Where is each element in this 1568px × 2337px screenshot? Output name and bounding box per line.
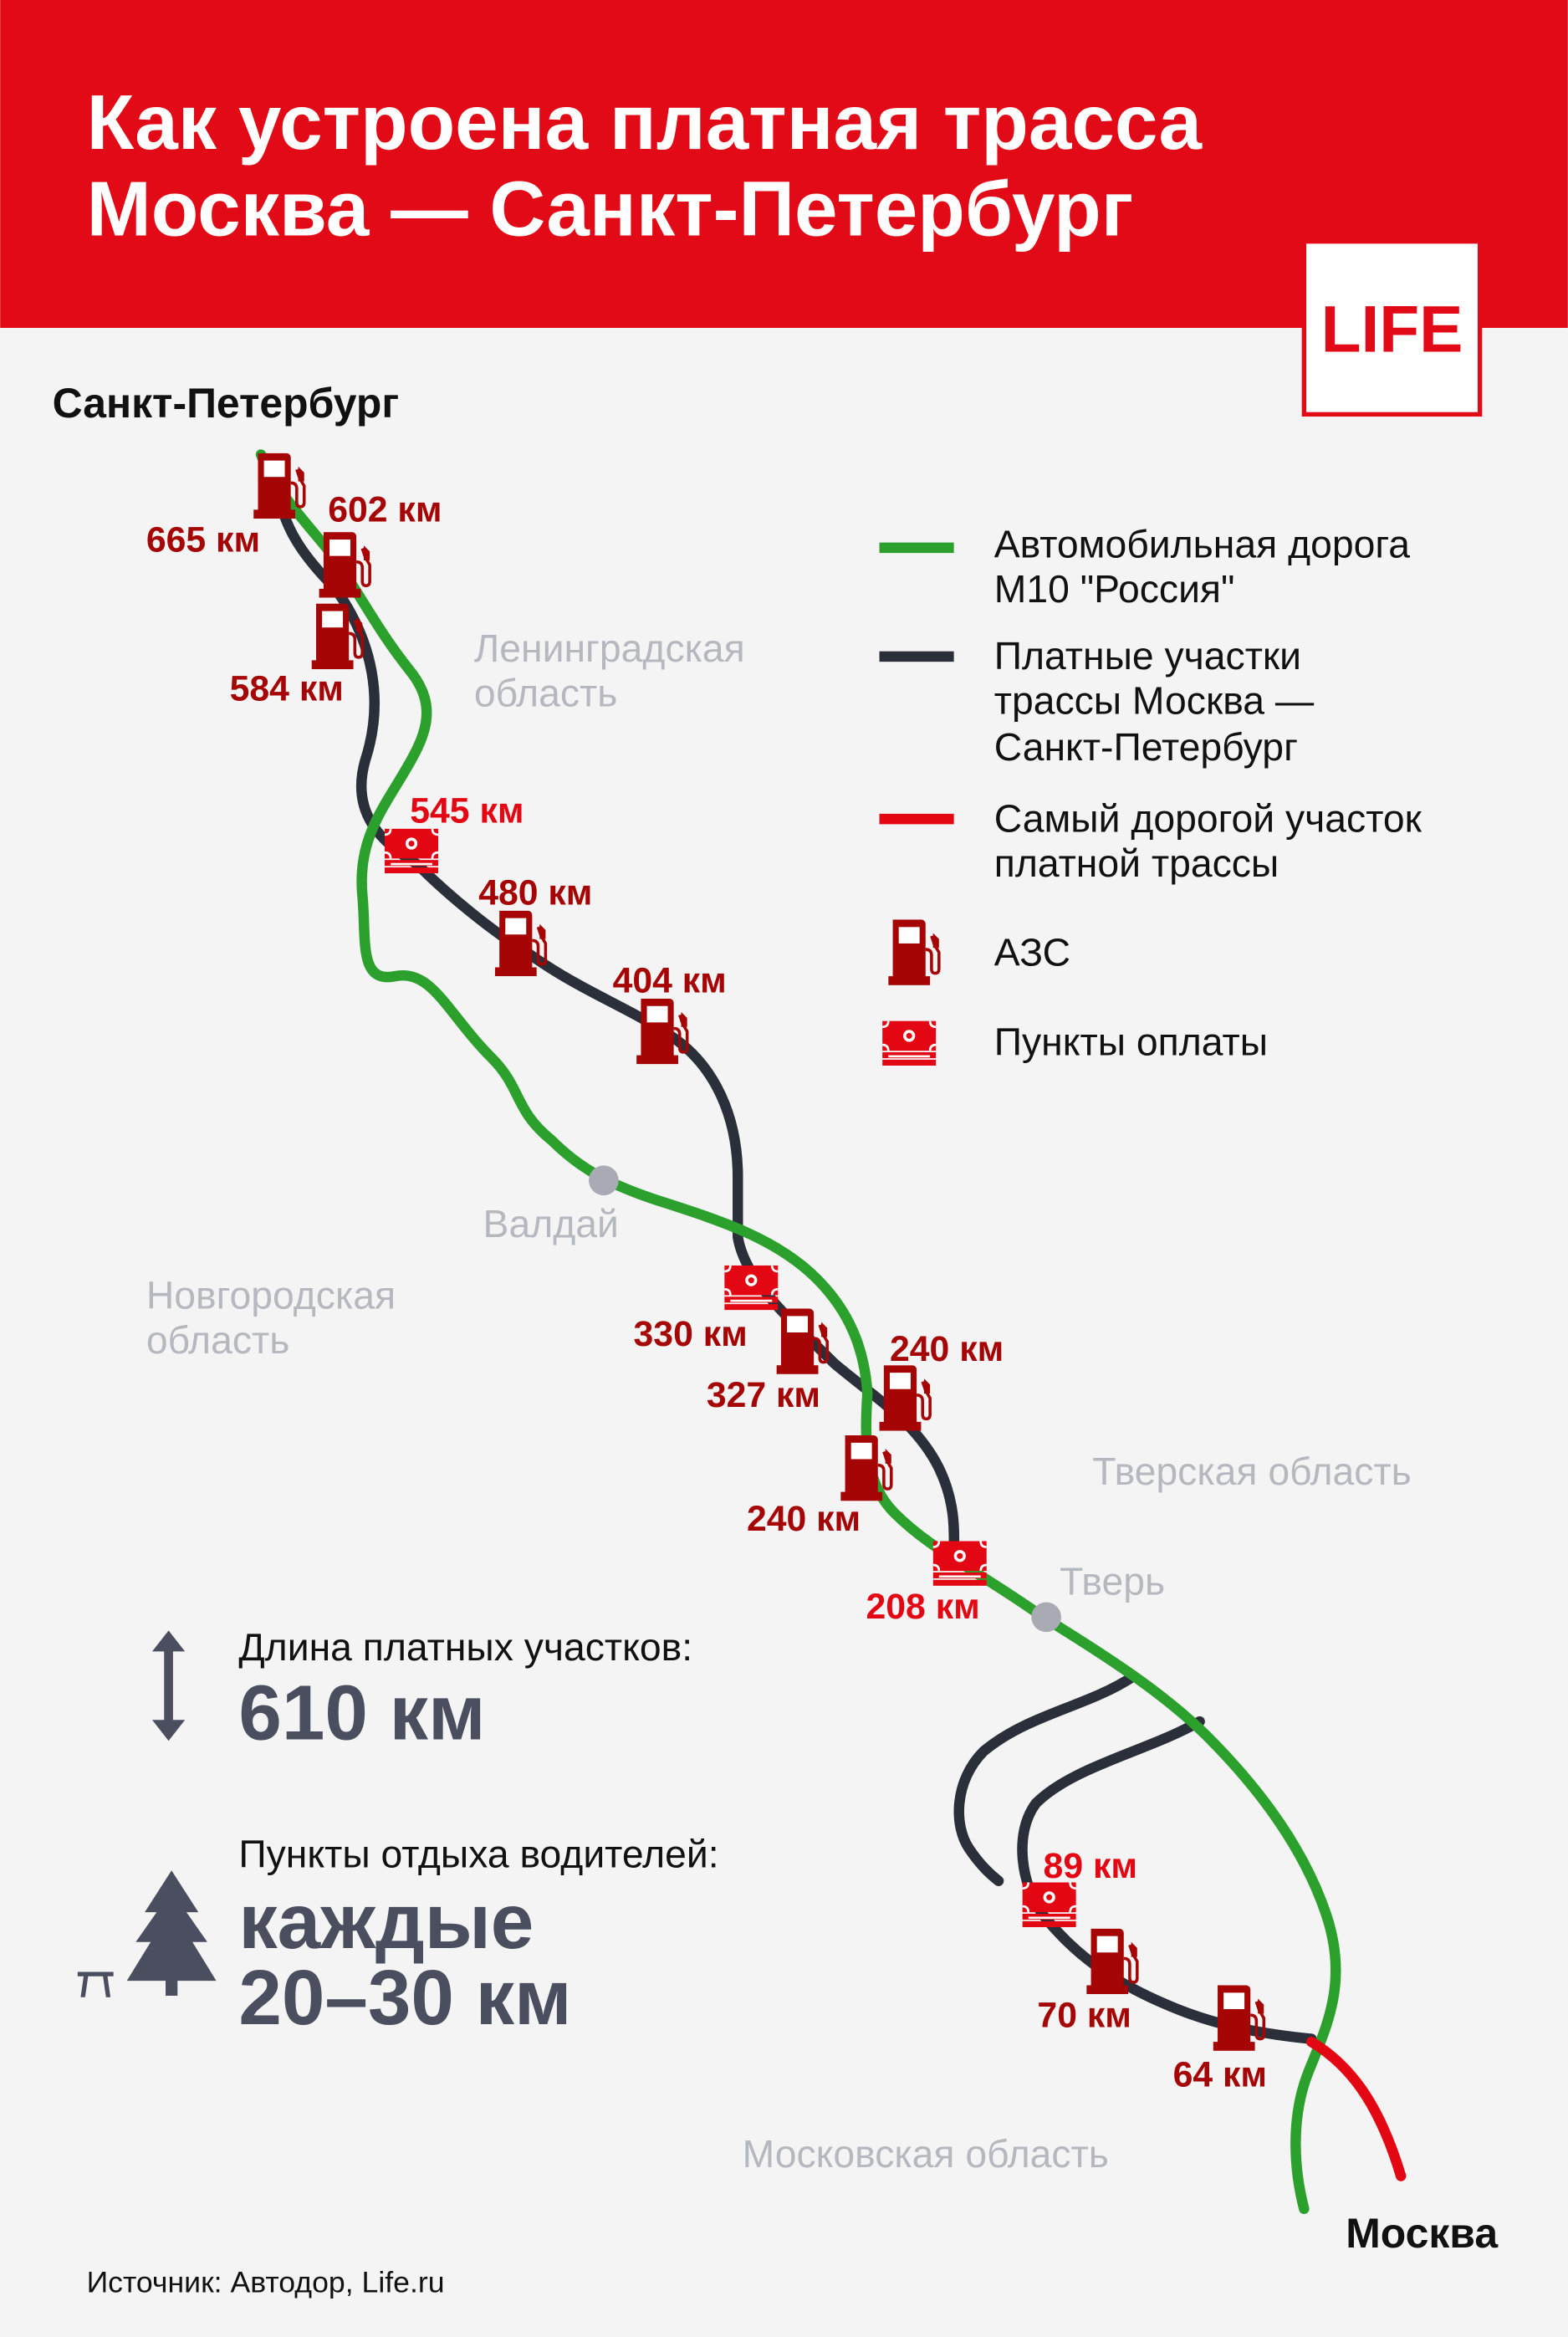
region-leningrad-2: область: [474, 672, 617, 715]
life-logo: LIFE: [1301, 238, 1483, 417]
city-tver: Тверь: [1060, 1560, 1165, 1603]
rest-label: Пункты отдыха водителей:: [238, 1833, 718, 1876]
km-label: 240 км: [890, 1329, 1004, 1369]
rest-value-1: каждые: [238, 1878, 534, 1965]
svg-text:трассы Москва —: трассы Москва —: [994, 679, 1315, 723]
km-label: 404 км: [613, 961, 727, 1001]
svg-text:LIFE: LIFE: [1321, 293, 1463, 366]
city-moscow: Москва: [1346, 2210, 1499, 2257]
km-label: 584 км: [230, 668, 344, 708]
gas-station-icon: [888, 919, 941, 985]
gas-station-icon: [494, 910, 548, 977]
region-tver: Тверская область: [1092, 1450, 1411, 1493]
length-value: 610 км: [238, 1669, 485, 1756]
gas-station-icon: [776, 1308, 829, 1374]
title-line-1: Как устроена платная трасса: [87, 79, 1203, 166]
km-label: 64 км: [1173, 2055, 1267, 2095]
km-label: 545 км: [410, 791, 524, 831]
source-note: Источник: Автодор, Life.ru: [87, 2266, 445, 2299]
gas-station-icon: [879, 1365, 932, 1431]
km-label: 327 км: [707, 1375, 820, 1415]
km-label: 330 км: [634, 1314, 748, 1354]
km-label: 602 км: [328, 490, 442, 530]
gas-station-icon: [636, 998, 689, 1065]
svg-text:АЗС: АЗС: [994, 931, 1070, 974]
gas-station-icon: [319, 532, 371, 598]
region-novgorod: Новгородская: [146, 1273, 396, 1317]
km-label: 480 км: [478, 873, 592, 913]
city-valdai: Валдай: [483, 1202, 619, 1245]
legend: Автомобильная дорога М10 "Россия" Платны…: [879, 522, 1422, 1066]
region-novgorod-2: область: [146, 1318, 289, 1362]
toll-branch-1: [953, 1671, 1138, 1886]
svg-text:Пункты оплаты: Пункты оплаты: [994, 1020, 1268, 1064]
expensive-road: [1306, 2036, 1407, 2181]
title-line-2: Москва — Санкт-Петербург: [87, 166, 1134, 253]
valdai-dot: [589, 1165, 619, 1196]
km-label: 89 км: [1044, 1846, 1137, 1886]
km-label: 665 км: [146, 519, 260, 560]
svg-text:М10 "Россия": М10 "Россия": [994, 567, 1235, 611]
km-label: 208 км: [866, 1587, 980, 1627]
legend-swatch-toll: [879, 651, 954, 662]
toll-point-icon: [882, 1020, 937, 1066]
region-leningrad: Ленинградская: [474, 626, 745, 670]
tver-dot: [1031, 1602, 1061, 1633]
legend-swatch-m10: [879, 542, 954, 554]
svg-text:Платные участки: Платные участки: [994, 634, 1301, 678]
km-label: 70 км: [1037, 1995, 1131, 2035]
m10-road: [255, 449, 1341, 2214]
svg-text:Самый дорогой участок: Самый дорогой участок: [994, 796, 1422, 840]
length-label: Длина платных участков:: [238, 1625, 692, 1669]
region-moscow: Московская область: [743, 2132, 1109, 2176]
km-label: 240 км: [747, 1499, 861, 1539]
tree-bench-icon: [77, 1870, 217, 1997]
rest-value-2: 20–30 км: [238, 1954, 571, 2041]
legend-swatch-expensive: [879, 813, 954, 825]
svg-text:платной трассы: платной трассы: [994, 841, 1279, 885]
gas-station-icon: [1213, 1985, 1266, 2051]
city-spb: Санкт-Петербург: [53, 380, 400, 427]
arrow-updown-icon: [151, 1630, 186, 1741]
svg-text:Санкт-Петербург: Санкт-Петербург: [994, 725, 1298, 769]
svg-text:Автомобильная дорога: Автомобильная дорога: [994, 522, 1411, 565]
